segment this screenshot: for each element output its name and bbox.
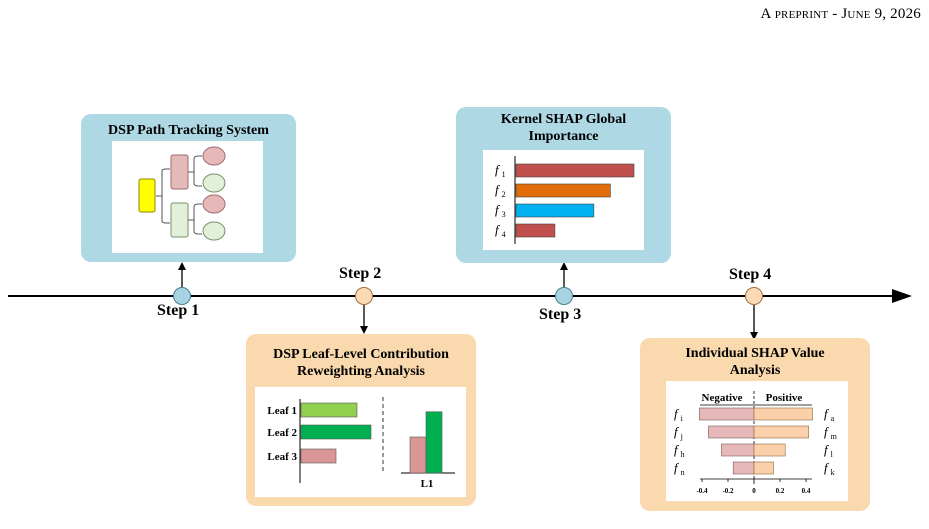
header-preprint: preprint: [774, 6, 829, 22]
step2-title-line1: DSP Leaf-Level Contribution: [273, 347, 449, 362]
step2-title-line2: Reweighting Analysis: [297, 364, 425, 379]
step4-node: [745, 287, 763, 305]
step4-tick-label: 0: [752, 487, 756, 495]
timeline-arrowhead: [892, 289, 912, 303]
root-bracket: [156, 168, 170, 224]
step4-positive-bar: [753, 443, 786, 457]
step3-connector-arrow: [560, 262, 568, 270]
step2-side-bar: [409, 436, 427, 474]
step4-positive-bar: [753, 461, 774, 475]
step2-bar: [300, 424, 372, 440]
step2-category-label: Leaf 2: [267, 427, 297, 439]
leaf-node-4: [202, 221, 226, 241]
root-node: [138, 178, 156, 213]
header-prefix: A: [760, 6, 771, 22]
step3-bar: [515, 163, 635, 178]
upper-bracket: [188, 155, 202, 187]
step4-positive-label: Positive: [766, 392, 803, 404]
step2-label: Step 2: [339, 265, 382, 282]
step1-panel: DSP Path Tracking System: [81, 114, 296, 262]
step4-positive-bar: [753, 425, 809, 439]
step4-label: Step 4: [729, 266, 772, 283]
step3-label: Step 3: [539, 306, 582, 323]
step4-tick-label: -0.4: [696, 487, 708, 495]
step3-node: [555, 287, 573, 305]
step3-bar: [515, 203, 595, 218]
step4-negative-bar: [732, 461, 755, 475]
step4-title: Individual SHAP Value Analysis: [640, 345, 870, 379]
header-date: June 9, 2026: [841, 6, 921, 22]
step3-bar: [515, 223, 556, 238]
step2-node: [355, 287, 373, 305]
mid-node-lower: [170, 202, 189, 238]
step1-diagram-area: [112, 141, 263, 253]
step3-title-line1: Kernel SHAP Global: [500, 112, 627, 127]
step4-title-line1: Individual SHAP Value: [685, 346, 825, 361]
leaf-node-3: [202, 194, 226, 214]
step3-title: Kernel SHAP Global Importance: [456, 111, 671, 145]
step4-tick-label: -0.2: [722, 487, 734, 495]
step4-positive-bar: [753, 407, 813, 421]
step2-bar: [300, 402, 358, 418]
step4-panel: Individual SHAP Value Analysis Negative P…: [640, 338, 870, 511]
step4-negative-bar: [699, 407, 755, 421]
mid-node-upper: [170, 154, 189, 190]
step4-title-line2: Analysis: [729, 363, 781, 378]
step4-negative-label: Negative: [702, 392, 743, 404]
page-header: A preprint - June 9, 2026: [761, 6, 921, 23]
step2-side-label: L1: [421, 478, 434, 490]
lower-bracket: [188, 203, 202, 235]
leaf-node-2: [202, 173, 226, 193]
step4-connector-arrow: [750, 332, 758, 340]
step3-title-line2: Importance: [528, 129, 599, 144]
step4-negative-bar: [708, 425, 755, 439]
step2-bar: [300, 448, 337, 464]
step2-category-label: Leaf 1: [267, 405, 297, 417]
step4-tick-label: 0.2: [776, 487, 785, 495]
leaf-node-1: [202, 146, 226, 166]
step1-connector-arrow: [178, 262, 186, 270]
header-separator: -: [828, 6, 842, 22]
step2-chart-area: Leaf 1 Leaf 2 Leaf 3 L1: [255, 387, 466, 497]
step2-category-label: Leaf 3: [267, 451, 297, 463]
step1-title: DSP Path Tracking System: [108, 123, 269, 138]
step2-chart: Leaf 1 Leaf 2 Leaf 3 L1: [267, 397, 455, 490]
step3-bar: [515, 183, 611, 198]
step2-title: DSP Leaf-Level Contribution Reweighting …: [246, 346, 476, 380]
step2-connector-arrow: [360, 326, 368, 334]
step4-tick-label: 0.4: [802, 487, 811, 495]
step1-node: [173, 287, 191, 305]
step2-side-bar: [425, 411, 443, 474]
step2-panel: DSP Leaf-Level Contribution Reweighting …: [246, 334, 476, 506]
step1-tree-diagram: [138, 146, 226, 241]
step1-label: Step 1: [157, 302, 200, 319]
step4-negative-bar: [721, 443, 755, 457]
